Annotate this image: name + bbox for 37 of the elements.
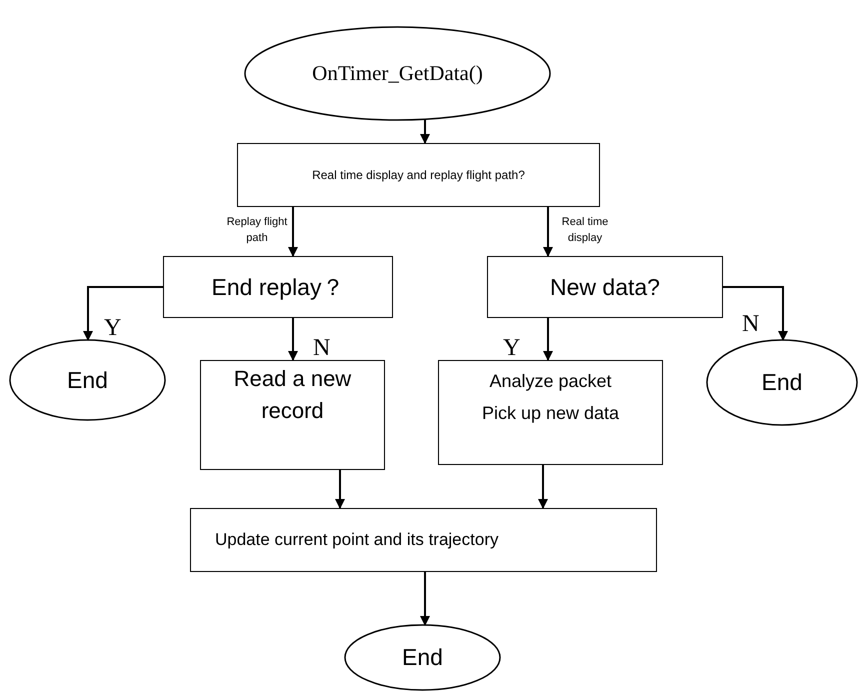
edge-label: N xyxy=(313,334,332,363)
edge-label: Y xyxy=(104,314,122,343)
edge-label: Real time display xyxy=(560,215,610,246)
arrow xyxy=(538,465,548,509)
arrow xyxy=(83,286,163,341)
process-box xyxy=(200,360,385,470)
node-text: OnTimer_GetData() xyxy=(312,60,483,87)
edge-label: Replay flight path xyxy=(226,215,288,246)
node-text: Analyze packet xyxy=(489,370,612,393)
arrow xyxy=(335,470,345,509)
terminator-ellipse xyxy=(344,624,501,691)
node-text: End replay？ xyxy=(212,272,344,302)
process-box xyxy=(163,256,393,318)
node-text: Real time display and replay flight path? xyxy=(312,167,525,184)
edge-label: Y xyxy=(503,334,522,363)
terminator-ellipse xyxy=(706,339,858,426)
node-text: End xyxy=(402,643,443,672)
arrow xyxy=(723,286,788,341)
arrow xyxy=(288,207,298,257)
edge-label: N xyxy=(742,310,760,339)
process-box xyxy=(487,256,723,318)
arrow xyxy=(420,120,430,144)
terminator-ellipse xyxy=(244,26,551,121)
node-text: Read a new record xyxy=(232,365,352,425)
process-box xyxy=(237,143,600,207)
arrow xyxy=(543,207,553,257)
node-text: Update current point and its trajectory xyxy=(215,529,498,552)
arrow xyxy=(420,572,430,626)
node-text: End xyxy=(762,368,802,398)
node-text: New data? xyxy=(550,272,660,302)
arrow xyxy=(543,318,553,361)
terminator-ellipse xyxy=(9,339,166,421)
arrow xyxy=(288,318,298,361)
node-text: Pick up new data xyxy=(482,402,620,425)
process-box xyxy=(438,360,663,465)
node-text: End xyxy=(67,366,108,395)
process-box xyxy=(190,508,657,572)
